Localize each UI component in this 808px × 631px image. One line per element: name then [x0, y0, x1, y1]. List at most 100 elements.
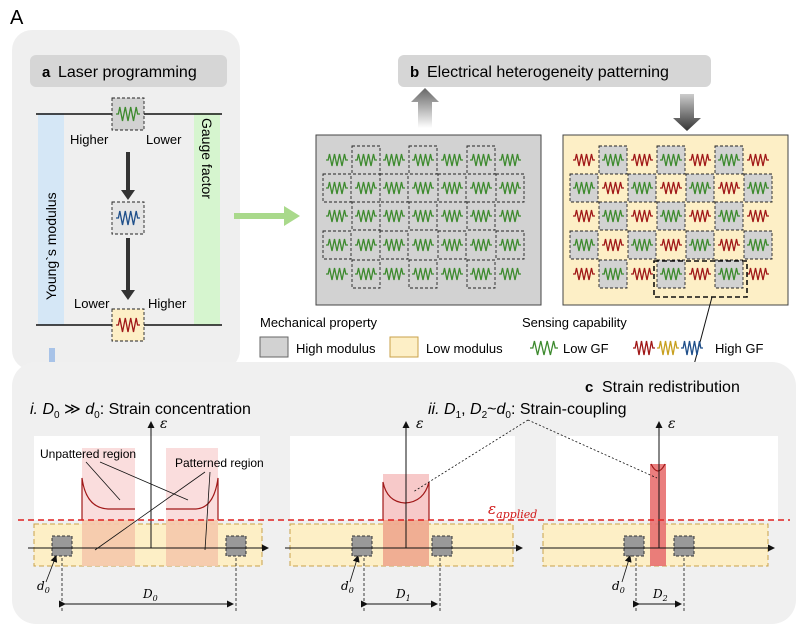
resistor-green-icon	[412, 209, 434, 223]
resistor-green-icon	[573, 181, 595, 195]
epsilon-label-iii: ε	[668, 416, 676, 432]
cell-box	[379, 230, 409, 260]
resistor-green-icon	[383, 153, 405, 167]
resistor-green-icon	[412, 267, 434, 281]
panel-b-title-box	[398, 55, 711, 87]
lower-bottom-label: Lower	[74, 296, 110, 311]
strain-curve-ii	[382, 481, 430, 520]
strain-curve-left	[81, 477, 135, 520]
resistor-red-icon	[573, 267, 595, 281]
cell-box	[495, 230, 525, 260]
D1-label: D1	[395, 587, 411, 603]
resistor-green-icon	[602, 267, 624, 281]
legend-low-modulus: Low modulus	[426, 341, 503, 356]
d0-label-iii: d0	[612, 579, 625, 595]
resistor-green-icon	[383, 267, 405, 281]
resistor-green-icon	[441, 153, 463, 167]
cell-box	[408, 259, 438, 289]
resistor-green-icon	[326, 153, 348, 167]
epsilon-label-i: ε	[160, 416, 168, 432]
resistor-green-icon	[631, 181, 653, 195]
resistor-red-icon	[747, 153, 769, 167]
gauge-factor-bar	[194, 113, 220, 325]
resistor-red-icon	[718, 181, 740, 195]
resistor-green-icon	[499, 209, 521, 223]
sensor-left-ii	[351, 535, 373, 557]
cell-box	[408, 145, 438, 175]
epsilon-label-ii: ε	[416, 416, 424, 432]
cell-box	[322, 173, 352, 203]
panel-b-badge: b	[410, 64, 419, 81]
resistor-red-icon	[573, 209, 595, 223]
youngs-modulus-bar	[38, 113, 64, 325]
resistor-red-icon	[631, 209, 653, 223]
resistor-green-icon	[470, 181, 492, 195]
resistor-green-icon	[470, 153, 492, 167]
resistor-red-icon	[602, 238, 624, 252]
strain-curve-right	[166, 477, 219, 520]
resistor-green-icon	[355, 153, 377, 167]
d0-label-i: d0	[37, 579, 50, 595]
resistor-red-icon	[747, 267, 769, 281]
legend-high-modulus-swatch	[259, 336, 289, 358]
resistor-green-icon	[747, 181, 769, 195]
resistor-green-icon	[412, 181, 434, 195]
highlight-box	[653, 260, 748, 298]
figure-letter: A	[10, 7, 24, 29]
legend-low-modulus-swatch	[389, 336, 419, 358]
resistor-green-icon	[326, 267, 348, 281]
resistor-green-icon	[660, 153, 682, 167]
resistor-green-icon	[383, 181, 405, 195]
resistor-green-icon	[383, 209, 405, 223]
resistor-green-icon	[470, 209, 492, 223]
resistor-green-icon	[747, 238, 769, 252]
sensor-right-i	[225, 535, 247, 557]
plot-i-backdrop	[34, 436, 260, 520]
d0-pointer-i	[45, 555, 58, 583]
cell-box	[351, 201, 381, 231]
cell-box	[466, 259, 496, 289]
resistor-green-icon	[412, 238, 434, 252]
resistor-green-icon	[355, 267, 377, 281]
resistor-green-icon	[602, 209, 624, 223]
cell-box	[322, 230, 352, 260]
resistor-red-icon	[660, 238, 682, 252]
resistor-green-icon	[355, 181, 377, 195]
panel-a-badge: a	[42, 64, 51, 81]
resistor-green-icon	[573, 238, 595, 252]
resistor-green-icon	[470, 238, 492, 252]
resistor-green-icon	[441, 267, 463, 281]
resistor-red-icon	[631, 267, 653, 281]
low-gf-sensor-array	[322, 145, 525, 289]
resistor-green-icon	[499, 238, 521, 252]
resistor-red-icon	[689, 153, 711, 167]
D2-label: D2	[652, 587, 668, 603]
resistor-green-icon	[689, 181, 711, 195]
resistor-green-icon	[660, 267, 682, 281]
gauge-factor-label: Gauge factor	[199, 118, 215, 199]
cell-box	[437, 173, 467, 203]
patterned-region-label: Patterned region	[175, 456, 264, 470]
d0-pointer-iii	[621, 555, 632, 583]
legend-green-resistor-icon	[530, 340, 558, 356]
legend-high-gf: High GF	[715, 341, 763, 356]
panel-a-title: Laser programming	[58, 64, 197, 81]
panel-a-arrow-2-head	[121, 290, 135, 300]
arrow-down-panel-b	[673, 94, 701, 131]
resistor-blue-icon	[116, 210, 140, 226]
D0-label: D0	[142, 587, 158, 603]
strain-curve-iii	[650, 463, 666, 472]
resistor-green-icon	[441, 238, 463, 252]
resistor-green-icon	[718, 267, 740, 281]
resistor-green-icon	[441, 209, 463, 223]
lower-top-label: Lower	[146, 132, 182, 147]
resistor-green-icon	[441, 181, 463, 195]
resistor-green-icon	[631, 238, 653, 252]
resistor-green-icon	[326, 238, 348, 252]
resistor-red-icon	[631, 153, 653, 167]
panel-c-badge: c	[585, 379, 593, 396]
epsilon-applied-label: εapplied	[488, 500, 537, 521]
legend-yellow-resistor-icon	[657, 340, 679, 356]
resistor-green-icon	[602, 153, 624, 167]
